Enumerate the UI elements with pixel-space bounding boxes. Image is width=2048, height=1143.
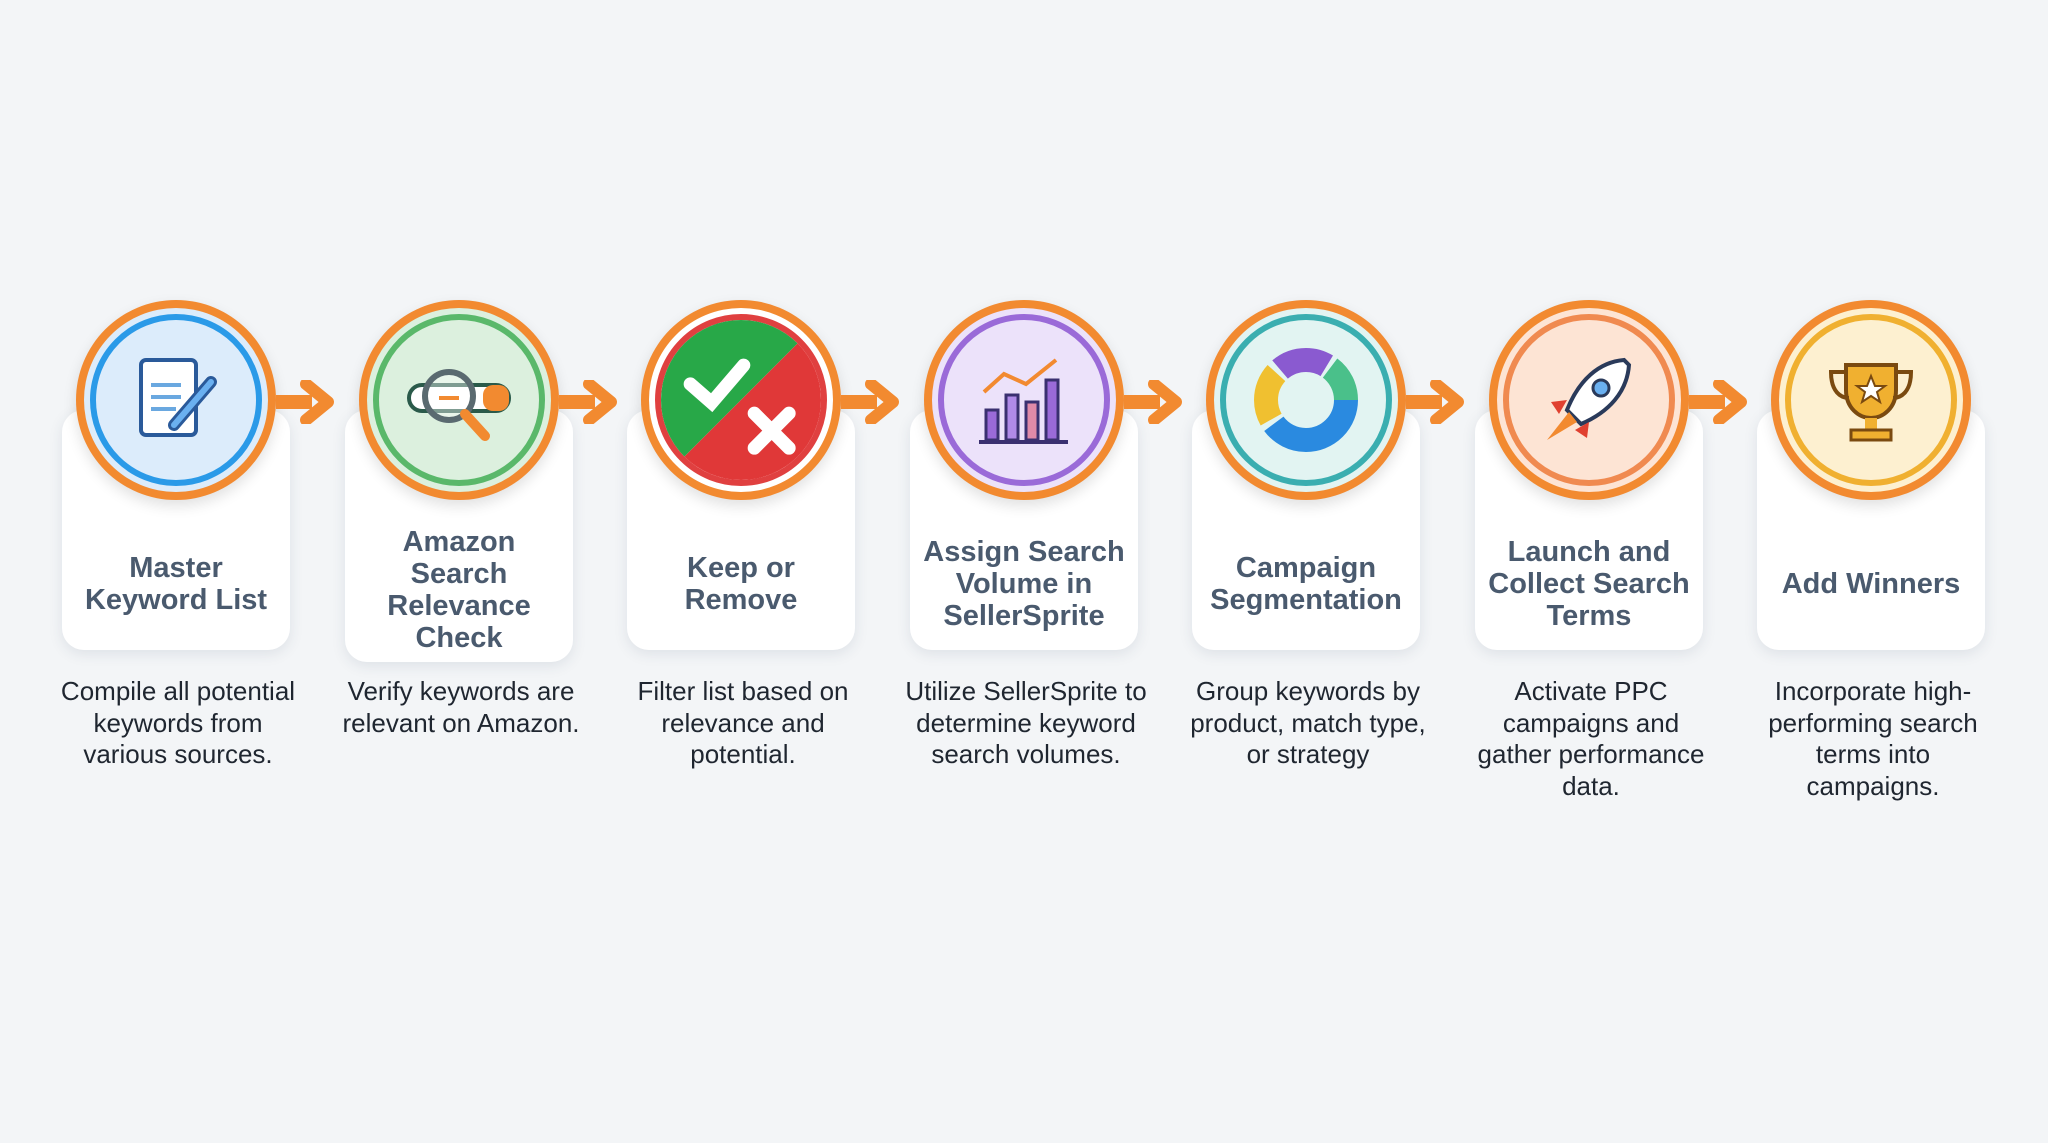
step-description: Group keywords by product, match type, o… <box>1190 676 1426 769</box>
step-title: Campaign Segmentation <box>1210 552 1402 616</box>
step-description: Filter list based on relevance and poten… <box>637 676 849 769</box>
step-description: Verify keywords are relevant on Amazon. <box>342 676 580 738</box>
trophy-icon <box>1828 363 1914 442</box>
step-description: Utilize SellerSprite to determine keywor… <box>905 676 1147 769</box>
bar-chart-trend-icon <box>979 358 1068 444</box>
step-description: Compile all potential keywords from vari… <box>60 676 296 769</box>
arrow-right-icon <box>841 378 901 426</box>
step-title: Amazon Search Relevance Check <box>387 526 531 654</box>
step-badge <box>1206 300 1406 500</box>
magnifier-search-bar-icon <box>407 369 511 441</box>
step-description: Incorporate high-performing search terms… <box>1768 676 1978 801</box>
step-badge <box>924 300 1124 500</box>
arrow-right-icon <box>1689 378 1749 426</box>
donut-chart-icon <box>1254 348 1358 452</box>
arrow-right-icon <box>1124 378 1184 426</box>
step-title: Launch and Collect Search Terms <box>1488 536 1690 632</box>
step-title: Keep or Remove <box>684 552 798 616</box>
arrow-right-icon <box>1406 378 1466 426</box>
step-title: Add Winners <box>1781 568 1961 600</box>
step-badge <box>1771 300 1971 500</box>
check-cross-icon <box>661 320 821 480</box>
step-badge <box>641 300 841 500</box>
rocket-icon <box>1547 357 1632 440</box>
document-pencil-icon <box>139 358 217 437</box>
step-title: Master Keyword List <box>84 552 268 616</box>
step-badge <box>359 300 559 500</box>
step-badge <box>76 300 276 500</box>
arrow-right-icon <box>559 378 619 426</box>
step-description: Activate PPC campaigns and gather perfor… <box>1477 676 1705 801</box>
step-title: Assign Search Volume in SellerSprite <box>923 536 1125 632</box>
step-badge <box>1489 300 1689 500</box>
arrow-right-icon <box>276 378 336 426</box>
